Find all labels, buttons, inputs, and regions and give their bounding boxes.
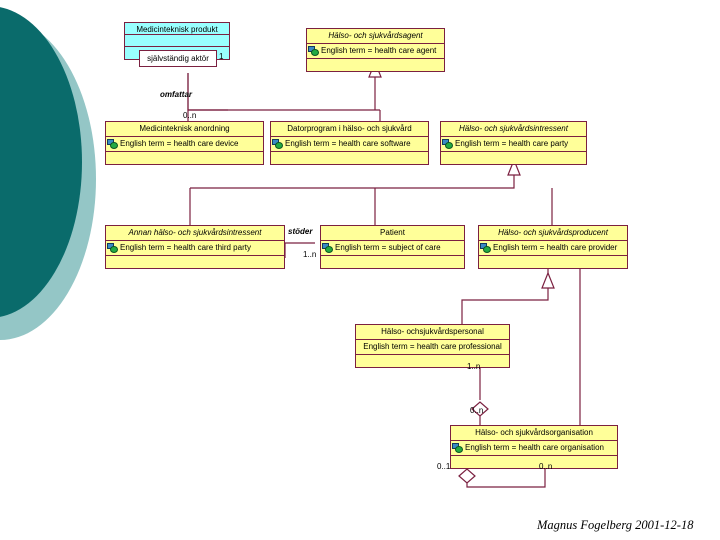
class-title: Datorprogram i hälso- och sjukvård	[271, 122, 428, 137]
class-title: Medicinteknisk produkt	[125, 23, 229, 35]
network-term-icon	[442, 139, 453, 149]
class-operations-compartment	[479, 256, 627, 268]
class-title: Hälso- och sjukvårdsorganisation	[451, 426, 617, 441]
class-title: Hälso- och sjukvårdsproducent	[479, 226, 627, 241]
network-term-icon	[452, 443, 463, 453]
class-box-datorprogram[interactable]: Datorprogram i hälso- och sjukvård Engli…	[270, 121, 429, 165]
class-box-patient[interactable]: Patient English term = subject of care	[320, 225, 465, 269]
class-term-text: English term = health care professional	[356, 340, 509, 355]
class-box-halso-och-sjukvardsintressent[interactable]: Hälso- och sjukvårdsintressent English t…	[440, 121, 587, 165]
class-term-row: English term = health care party	[441, 137, 586, 152]
class-operations-compartment	[271, 152, 428, 164]
class-title: Medicinteknisk anordning	[106, 122, 263, 137]
class-title: Hälso- och sjukvårdsintressent	[441, 122, 586, 137]
network-term-icon	[272, 139, 283, 149]
class-term-row: English term = health care device	[106, 137, 263, 152]
label-box-sjalvstandig-aktor[interactable]: självständig aktör	[139, 50, 217, 67]
class-term-row: English term = health care organisation	[451, 441, 617, 456]
multiplicity-org-0-n: 0..n	[539, 462, 553, 471]
class-box-annan-intressent[interactable]: Annan hälso- och sjukvårdsintressent Eng…	[105, 225, 285, 269]
class-term-row: English term = health care provider	[479, 241, 627, 256]
edge-actor-down	[187, 73, 228, 111]
class-operations-compartment	[106, 256, 284, 268]
network-term-icon	[107, 243, 118, 253]
class-term-text: English term = health care organisation	[465, 443, 604, 452]
multiplicity-patient: 1..n	[303, 250, 317, 259]
class-box-halso-och-sjukvardsorganisation[interactable]: Hälso- och sjukvårdsorganisation English…	[450, 425, 618, 469]
class-operations-compartment	[321, 256, 464, 268]
class-box-medicinteknisk-anordning[interactable]: Medicinteknisk anordning English term = …	[105, 121, 264, 165]
aggregation-diamond-org-bottom	[458, 468, 476, 484]
multiplicity-org-top: 0..n	[470, 406, 484, 415]
class-operations-compartment	[441, 152, 586, 164]
class-term-text: English term = health care provider	[493, 243, 618, 252]
class-title: Hälso- ochsjukvårdspersonal	[356, 325, 509, 340]
multiplicity-actor: 1	[219, 52, 224, 61]
class-term-row: English term = subject of care	[321, 241, 464, 256]
network-term-icon	[480, 243, 491, 253]
class-term-text: English term = health care device	[120, 139, 239, 148]
generalization-triangle-provider	[541, 271, 555, 289]
multiplicity-device: 0..n	[183, 111, 197, 120]
class-term-text: English term = health care third party	[120, 243, 251, 252]
class-title: Patient	[321, 226, 464, 241]
class-operations-compartment	[106, 152, 263, 164]
edge-party-trunk	[190, 175, 515, 189]
class-box-halso-och-sjukvardsproducent[interactable]: Hälso- och sjukvårdsproducent English te…	[478, 225, 628, 269]
class-term-row: English term = health care software	[271, 137, 428, 152]
role-label-omfattar: omfattar	[160, 90, 193, 99]
author-signature: Magnus Fogelberg 2001-12-18	[537, 518, 694, 532]
class-operations-compartment	[356, 355, 509, 367]
class-term-text: English term = health care software	[285, 139, 411, 148]
multiplicity-org-0-1: 0..1	[437, 462, 451, 471]
multiplicity-professional: 1..n	[467, 362, 481, 371]
class-term-text: English term = health care agent	[321, 46, 437, 55]
class-box-halso-och-sjukvardspersonal[interactable]: Hälso- ochsjukvårdspersonal English term…	[355, 324, 510, 368]
class-operations-compartment	[307, 59, 444, 71]
class-term-row: English term = health care agent	[307, 44, 444, 59]
class-term-text: English term = health care party	[455, 139, 569, 148]
class-term-row: English term = health care third party	[106, 241, 284, 256]
network-term-icon	[107, 139, 118, 149]
class-term-text: English term = subject of care	[335, 243, 441, 252]
network-term-icon	[322, 243, 333, 253]
network-term-icon	[308, 46, 319, 56]
class-operations-compartment	[451, 456, 617, 468]
class-title: Annan hälso- och sjukvårdsintressent	[106, 226, 284, 241]
class-attributes-compartment	[125, 35, 229, 47]
edge-provider-professional	[461, 288, 549, 325]
class-box-halso-och-sjukvardsagent[interactable]: Hälso- och sjukvårdsagent English term =…	[306, 28, 445, 72]
role-label-stoder: stöder	[288, 227, 313, 236]
class-title: Hälso- och sjukvårdsagent	[307, 29, 444, 44]
